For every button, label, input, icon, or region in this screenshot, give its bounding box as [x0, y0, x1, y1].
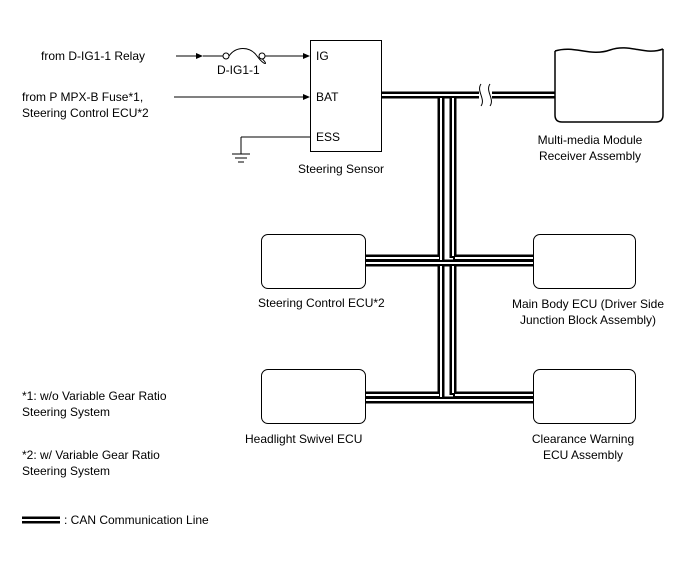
- pin-bat-label: BAT: [316, 90, 339, 104]
- bat-source-label-1: from P MPX-B Fuse*1,: [22, 90, 144, 104]
- torn-edge: [554, 47, 664, 54]
- clearance-warning-label-2: ECU Assembly: [542, 448, 624, 462]
- main-body-ecu-box: [533, 234, 636, 289]
- fuse-icon: [228, 48, 266, 64]
- wire-break-icon: [479, 82, 492, 108]
- steering-control-ecu-box: [261, 234, 366, 289]
- note-2-line-1: *2: w/ Variable Gear Ratio: [22, 448, 160, 462]
- note-1-line-2: Steering System: [22, 405, 111, 419]
- can-line-legend-label: : CAN Communication Line: [64, 513, 209, 527]
- bat-source-label-2: Steering Control ECU*2: [22, 106, 149, 120]
- ig-source-label: from D-IG1-1 Relay: [41, 49, 146, 63]
- steering-sensor-box: [310, 40, 382, 152]
- clearance-warning-ecu-box: [533, 369, 636, 424]
- ig-input-wire: [176, 48, 310, 64]
- steering-control-ecu-label: Steering Control ECU*2: [258, 296, 385, 310]
- bat-input-wire: [174, 94, 310, 100]
- headlight-swivel-ecu-label: Headlight Swivel ECU: [245, 432, 363, 446]
- can-bus: [366, 82, 555, 404]
- pin-ig-label: IG: [316, 49, 329, 63]
- steering-sensor-label: Steering Sensor: [298, 162, 385, 176]
- main-body-ecu-label-1: Main Body ECU (Driver Side: [511, 297, 665, 311]
- multimedia-label-2: Receiver Assembly: [538, 149, 642, 163]
- multimedia-module-box: [554, 49, 664, 123]
- multimedia-label-1: Multi-media Module: [537, 133, 643, 147]
- headlight-swivel-ecu-box: [261, 369, 366, 424]
- clearance-warning-label-1: Clearance Warning: [531, 432, 635, 446]
- fuse-label: D-IG1-1: [217, 63, 260, 77]
- main-body-ecu-label-2: Junction Block Assembly): [519, 313, 657, 327]
- ground-icon: [232, 136, 310, 163]
- pin-ess-label: ESS: [316, 130, 341, 144]
- note-1-line-1: *1: w/o Variable Gear Ratio: [22, 389, 167, 403]
- note-2-line-2: Steering System: [22, 464, 111, 478]
